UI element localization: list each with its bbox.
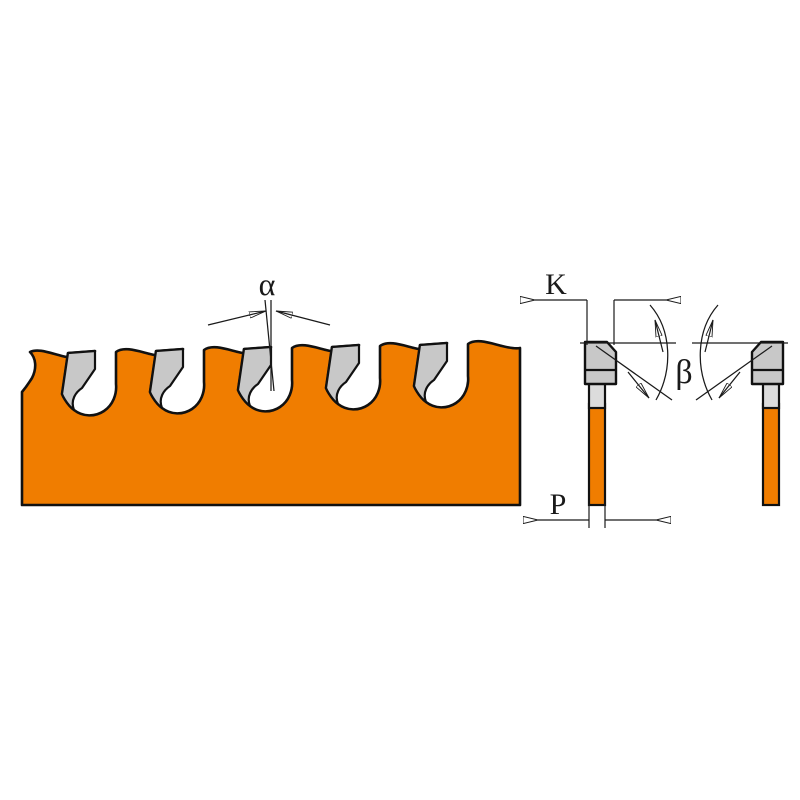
beta-arc-right [699,304,719,401]
dimension-P [538,500,656,528]
beta-chamfer-line-left [595,345,673,401]
carbide-tip-3 [236,345,273,408]
beta-label: β [675,354,692,391]
carbide-tip-4 [324,343,361,406]
beta-angle-callout-right [692,304,788,401]
tooth-shank-left [587,380,607,410]
beta-arc-left [649,304,669,401]
plate-body-left [587,402,607,507]
blade-edge-profile: α [20,266,522,507]
alpha-face-line [264,299,275,392]
carbide-tip-left [583,340,618,386]
carbide-tip-1 [60,349,97,412]
tooth-cross-section-left: K P [535,268,676,528]
K-label: K [545,268,567,301]
tooth-shank-right [761,380,781,410]
beta-arrow-top-right [704,320,714,353]
alpha-angle-callout [207,299,331,392]
carbide-tip-2 [148,347,185,410]
alpha-arrow-left [207,310,266,326]
tooth-cross-section-right [692,304,788,507]
beta-arrow-top-left [654,320,664,353]
alpha-label: α [259,266,276,302]
dimension-K [535,300,666,345]
beta-angle-callout-left [580,304,676,401]
alpha-arrow-right [276,310,331,326]
plate-body-right [761,402,781,507]
beta-chamfer-line-right [695,345,773,401]
carbide-tip-right [750,340,785,386]
beta-arrow-bottom-left [627,371,650,399]
P-label: P [550,488,567,521]
carbide-tips-profile [60,341,449,412]
beta-arrow-bottom-right [718,371,741,399]
carbide-tip-5 [412,341,449,404]
